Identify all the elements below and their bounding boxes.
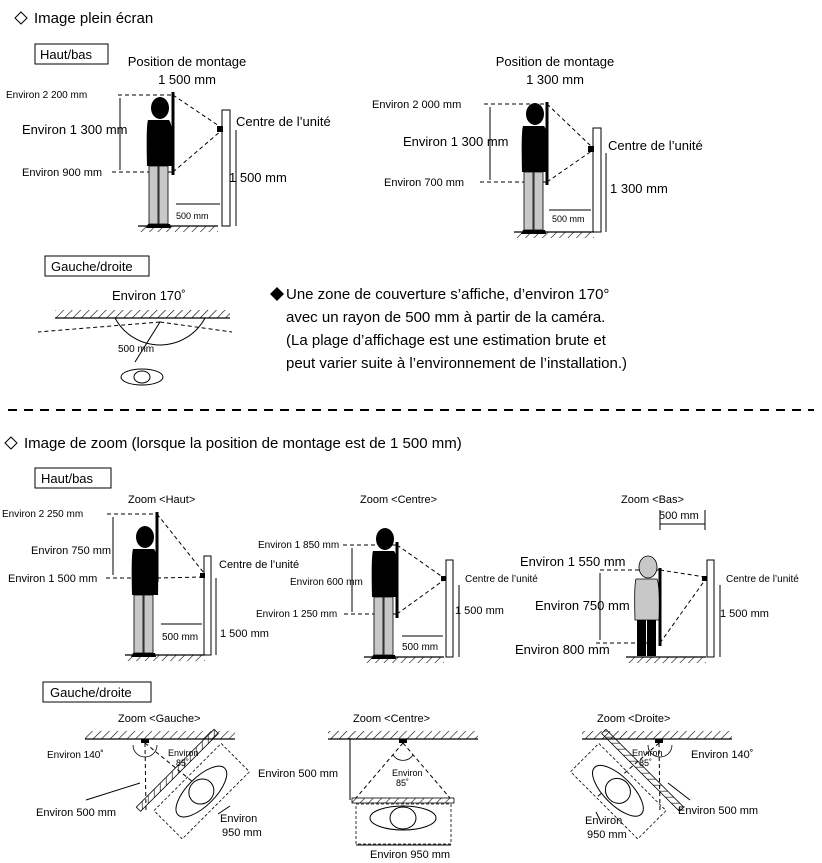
zoom-bas-center-label: Centre de l’unité bbox=[726, 574, 799, 585]
zoom-gauche-width2: 950 mm bbox=[222, 827, 262, 839]
zoom-gauche-angle-outer: Environ 140˚ bbox=[47, 749, 104, 761]
full-gd-angle-label: Environ 170˚ bbox=[112, 288, 186, 303]
full-hb-label-box bbox=[34, 43, 109, 65]
zoom-droite-angle-outer: Environ 140˚ bbox=[691, 749, 753, 761]
full-right-center-label: Centre de l’unité bbox=[608, 138, 703, 153]
full-left-height-label: 1 500 mm bbox=[229, 170, 287, 185]
diamond-filled-icon bbox=[270, 287, 284, 301]
full-section-heading: Image plein écran bbox=[14, 10, 153, 27]
zoom-droite-title: Zoom <Droite> bbox=[597, 713, 670, 725]
full-right-mid-label: Environ 1 300 mm bbox=[403, 134, 509, 149]
zoom-haut-mid-label: Environ 750 mm bbox=[31, 545, 111, 557]
zoom-droite-width2: 950 mm bbox=[587, 829, 627, 841]
full-left-title-line1: Position de montage bbox=[128, 54, 247, 69]
full-right-camera-icon bbox=[588, 146, 594, 152]
full-right-title-line1: Position de montage bbox=[496, 54, 615, 69]
zoom-droite-angle-inner2: 85˚ bbox=[639, 758, 652, 768]
full-left-diagram: Position de montage 1 500 mm Environ 2 2… bbox=[6, 54, 331, 233]
full-note-line4: peut varier suite à l’environnement de l… bbox=[286, 355, 627, 372]
zoom-centre-dist-label: 500 mm bbox=[402, 642, 438, 653]
zoom-heading-text: Image de zoom (lorsque la position de mo… bbox=[24, 435, 462, 452]
zoom-droite-dist-label: Environ 500 mm bbox=[678, 805, 758, 817]
zoom-haut-unit-post bbox=[203, 555, 212, 656]
full-heading-text: Image plein écran bbox=[34, 10, 153, 27]
diamond-outline-icon bbox=[14, 11, 28, 25]
full-right-unit-post bbox=[592, 127, 602, 233]
zoom-centre-title: Zoom <Centre> bbox=[360, 494, 437, 506]
zoom-gd-label: Gauche/droite bbox=[50, 685, 132, 700]
zoom-bas-bottom-label: Environ 800 mm bbox=[515, 642, 610, 657]
zoom-haut-center-label: Centre de l’unité bbox=[219, 559, 299, 571]
zoom-bas-title: Zoom <Bas> bbox=[621, 494, 684, 506]
zoom-centre-height-label: 1 500 mm bbox=[455, 605, 504, 617]
zoom-centre-mid-label: Environ 600 mm bbox=[290, 577, 363, 588]
full-note-line1: Une zone de couverture s’affiche, d’envi… bbox=[286, 286, 609, 303]
zoom-gd-centre-title: Zoom <Centre> bbox=[353, 713, 430, 725]
full-left-center-label: Centre de l’unité bbox=[236, 114, 331, 129]
zoom-gd-centre-dist-label: Environ 500 mm bbox=[258, 768, 338, 780]
zoom-gd-label-box bbox=[42, 681, 152, 703]
full-note-line2: avec un rayon de 500 mm à partir de la c… bbox=[286, 309, 605, 326]
zoom-centre-top-label: Environ 1 850 mm bbox=[258, 540, 339, 551]
zoom-hb-label-box bbox=[34, 467, 112, 489]
zoom-haut-title: Zoom <Haut> bbox=[128, 494, 195, 506]
full-right-title-line2: 1 300 mm bbox=[526, 72, 584, 87]
zoom-bas-camera-icon bbox=[702, 576, 707, 581]
full-left-dist-label: 500 mm bbox=[176, 211, 209, 221]
full-gd-label-box bbox=[44, 255, 150, 277]
zoom-gauche-title: Zoom <Gauche> bbox=[118, 713, 201, 725]
zoom-centre-unit-post bbox=[445, 559, 454, 658]
zoom-bas-diagram: Zoom <Bas> 500 mm Environ 1 550 mm Envir… bbox=[515, 494, 799, 664]
zoom-gd-centre-diagram: Zoom <Centre> Environ 500 mm Environ 85˚… bbox=[258, 713, 478, 861]
full-left-unit-post bbox=[221, 109, 231, 227]
full-right-bottom-label: Environ 700 mm bbox=[384, 177, 464, 189]
full-left-camera-icon bbox=[217, 126, 223, 132]
full-gd-label: Gauche/droite bbox=[51, 259, 133, 274]
zoom-droite-width1: Environ bbox=[585, 815, 622, 827]
zoom-bas-person bbox=[634, 555, 660, 656]
full-hb-label: Haut/bas bbox=[40, 47, 93, 62]
zoom-centre-center-label: Centre de l’unité bbox=[465, 574, 538, 585]
zoom-haut-bottom-label: Environ 1 500 mm bbox=[8, 573, 97, 585]
full-right-top-label: Environ 2 000 mm bbox=[372, 99, 461, 111]
full-gd-radius-label: 500 mm bbox=[118, 344, 154, 355]
zoom-gauche-dist-label: Environ 500 mm bbox=[36, 807, 116, 819]
zoom-haut-height-label: 1 500 mm bbox=[220, 628, 269, 640]
zoom-haut-top-label: Environ 2 250 mm bbox=[2, 509, 83, 520]
full-right-diagram: Position de montage 1 300 mm Environ 2 0… bbox=[372, 54, 703, 239]
zoom-centre-diagram: Zoom <Centre> Environ 1 850 mm Environ 6… bbox=[256, 494, 538, 664]
zoom-haut-diagram: Zoom <Haut> Environ 2 250 mm Environ 750… bbox=[2, 494, 299, 662]
zoom-haut-dist-label: 500 mm bbox=[162, 632, 198, 643]
full-left-bottom-label: Environ 900 mm bbox=[22, 167, 102, 179]
zoom-gd-centre-angle1: Environ bbox=[392, 768, 423, 778]
zoom-bas-mid-label: Environ 750 mm bbox=[535, 598, 630, 613]
zoom-bas-height-label: 1 500 mm bbox=[720, 608, 769, 620]
zoom-gauche-angle-inner1: Environ bbox=[168, 748, 199, 758]
zoom-hb-label: Haut/bas bbox=[41, 471, 94, 486]
diamond-outline-icon bbox=[4, 436, 18, 450]
zoom-gauche-width1: Environ bbox=[220, 813, 257, 825]
full-left-mid-label: Environ 1 300 mm bbox=[22, 122, 128, 137]
zoom-gauche-diagram: Zoom <Gauche> Environ 140˚ Environ 85˚ E… bbox=[36, 713, 262, 840]
zoom-bas-top-label: Environ 1 550 mm bbox=[520, 554, 626, 569]
zoom-centre-camera-icon bbox=[441, 576, 446, 581]
zoom-bas-unit-post bbox=[706, 559, 715, 658]
zoom-section-heading: Image de zoom (lorsque la position de mo… bbox=[4, 435, 462, 452]
zoom-droite-diagram: Zoom <Droite> Environ 85˚ Environ 140˚ E… bbox=[569, 713, 758, 841]
full-right-dist-label: 500 mm bbox=[552, 214, 585, 224]
full-note: Une zone de couverture s’affiche, d’envi… bbox=[270, 286, 627, 372]
zoom-gd-centre-angle2: 85˚ bbox=[396, 778, 409, 788]
full-gd-diagram: Environ 170˚ 500 mm bbox=[37, 288, 233, 386]
full-left-top-label: Environ 2 200 mm bbox=[6, 90, 87, 101]
zoom-gd-centre-width-label: Environ 950 mm bbox=[370, 849, 450, 861]
zoom-bas-dist-label: 500 mm bbox=[659, 510, 699, 522]
zoom-haut-camera-icon bbox=[200, 573, 205, 578]
full-note-line3: (La plage d’affichage est une estimation… bbox=[286, 332, 607, 349]
full-right-height-label: 1 300 mm bbox=[610, 181, 668, 196]
zoom-centre-bottom-label: Environ 1 250 mm bbox=[256, 609, 337, 620]
full-left-title-line2: 1 500 mm bbox=[158, 72, 216, 87]
